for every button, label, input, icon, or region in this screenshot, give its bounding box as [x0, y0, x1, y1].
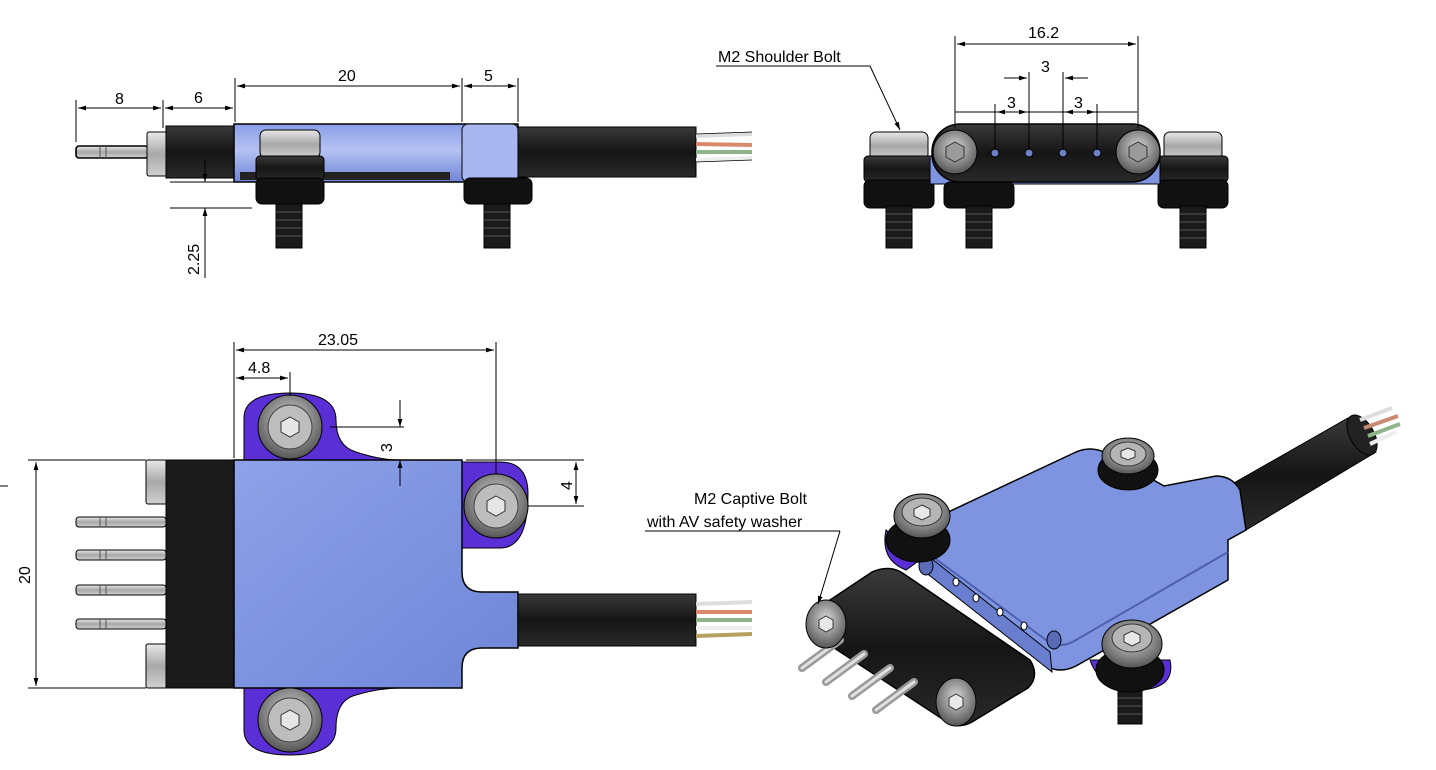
- top-rubber-housing: [165, 459, 237, 689]
- captive-bolt-label-line1: M2 Captive Bolt: [694, 491, 807, 508]
- top-view: 23.05 4.8 3 4 20: [0, 332, 753, 756]
- top-dim-23-05: 23.05: [318, 332, 358, 349]
- side-dim-8: 8: [115, 91, 124, 108]
- captive-bolt-label-line2: with AV safety washer: [646, 514, 803, 531]
- top-dim-3: 3: [379, 443, 396, 452]
- top-collar-lower: [145, 643, 169, 689]
- iso-captive-bolt-right: [935, 677, 977, 727]
- iso-bolt-bottom: [1095, 619, 1165, 725]
- side-rubber-housing: [165, 125, 237, 179]
- end-dim-3-right: 3: [1074, 95, 1083, 112]
- end-pin-holes: [990, 148, 1102, 158]
- end-dims: 16.2 3 3 3: [954, 25, 1139, 150]
- side-pin: [75, 145, 149, 159]
- side-dim-5: 5: [484, 68, 493, 85]
- side-cable: [517, 126, 697, 178]
- top-collar-upper: [145, 459, 169, 505]
- side-body-slot: [240, 172, 450, 180]
- end-dim-16-2: 16.2: [1028, 25, 1059, 42]
- top-dims: 23.05 4.8 3 4 20: [0, 332, 584, 689]
- top-dim-4: 4: [559, 481, 576, 490]
- end-dim-3-top: 3: [1041, 59, 1050, 76]
- side-dim-6: 6: [194, 90, 203, 107]
- shoulder-bolt-label: M2 Shoulder Bolt: [718, 49, 841, 66]
- top-pins: [75, 516, 167, 630]
- side-bolt-right: [463, 177, 533, 249]
- iso-wires: [1359, 406, 1401, 446]
- iso-pin-holes: [918, 556, 1062, 650]
- captive-bolt-callout: M2 Captive Bolt with AV safety washer: [645, 491, 841, 605]
- top-bolt-right: [463, 473, 529, 539]
- side-dim-2-25: 2.25: [186, 244, 203, 275]
- shoulder-bolt-callout: M2 Shoulder Bolt: [716, 49, 901, 131]
- end-bolt-outer-right: [1157, 131, 1229, 249]
- iso-captive-bolt-left: [805, 599, 847, 649]
- end-bolt-outer-left: [863, 131, 935, 249]
- iso-bolt-top: [1097, 437, 1159, 491]
- iso-bolt-left: [885, 493, 951, 563]
- side-pin-collar: [146, 131, 168, 177]
- end-bolt-inner-left: [943, 181, 1015, 249]
- side-dim-20: 20: [338, 68, 356, 85]
- side-view: 8 6 20 5 2.25: [75, 68, 753, 278]
- top-body: [233, 459, 519, 689]
- side-bolt-left: [255, 129, 325, 249]
- end-dim-3-left: 3: [1007, 95, 1016, 112]
- top-bolt-lower: [257, 687, 323, 753]
- end-view: 16.2 3 3 3 M2 Shoulder Bolt: [716, 25, 1229, 249]
- side-body-end: [461, 123, 519, 183]
- side-wires: [695, 131, 753, 163]
- top-bolt-upper: [257, 394, 323, 460]
- iso-view: M2 Captive Bolt with AV safety washer: [645, 406, 1401, 727]
- top-wires: [695, 600, 753, 638]
- top-dim-4-8: 4.8: [248, 360, 270, 377]
- iso-connector: [798, 567, 1036, 727]
- top-dim-20: 20: [17, 566, 34, 584]
- side-dims: 8 6 20 5 2.25: [75, 68, 519, 278]
- top-cable: [517, 593, 697, 647]
